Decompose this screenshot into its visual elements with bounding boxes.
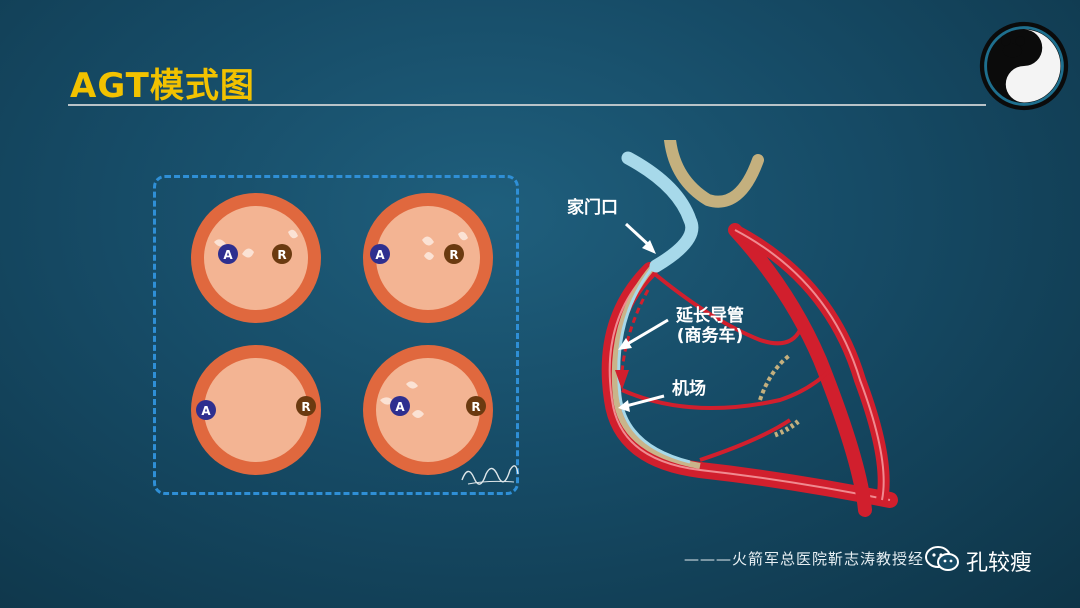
credit-text: ———火箭军总医院靳志涛教授经 bbox=[684, 550, 925, 568]
svg-text:R: R bbox=[471, 400, 480, 414]
right-marker bbox=[296, 396, 316, 416]
wechat-account-name: 孔较瘦 bbox=[966, 551, 1033, 576]
aorta-marker bbox=[196, 400, 216, 420]
svg-text:R: R bbox=[449, 248, 458, 262]
title-divider bbox=[68, 104, 986, 106]
svg-text:R: R bbox=[301, 400, 310, 414]
right-marker bbox=[272, 244, 292, 264]
label-extension-line2: (商务车) bbox=[676, 326, 744, 346]
aorta-marker bbox=[370, 244, 390, 264]
svg-text:A: A bbox=[395, 400, 405, 414]
svg-text:A: A bbox=[375, 248, 385, 262]
right-marker bbox=[444, 244, 464, 264]
label-extension-line1: 延长导管 bbox=[676, 306, 744, 326]
valve-panel bbox=[153, 175, 519, 495]
coronary-diagram bbox=[601, 140, 898, 517]
arrow-icon bbox=[624, 222, 656, 254]
arrow-icon bbox=[618, 394, 665, 412]
valve-diagram: A R bbox=[191, 345, 321, 475]
valve-diagram: A R bbox=[191, 193, 321, 323]
signature-scribble bbox=[461, 465, 519, 485]
valve-diagram: A R bbox=[363, 345, 493, 475]
aorta-marker bbox=[390, 396, 410, 416]
label-airport: 机场 bbox=[672, 379, 706, 399]
page-title: AGT模式图 bbox=[70, 66, 255, 106]
svg-text:A: A bbox=[223, 248, 233, 262]
right-marker bbox=[466, 396, 486, 416]
label-door: 家门口 bbox=[567, 198, 618, 218]
logo-icon bbox=[979, 21, 1069, 111]
wechat-icon bbox=[925, 546, 959, 571]
aorta-marker bbox=[218, 244, 238, 264]
svg-text:R: R bbox=[277, 248, 286, 262]
label-extension: 延长导管 (商务车) bbox=[664, 306, 756, 346]
svg-text:A: A bbox=[201, 404, 211, 418]
arrow-icon bbox=[618, 318, 669, 350]
valve-diagram: A R bbox=[363, 193, 493, 323]
